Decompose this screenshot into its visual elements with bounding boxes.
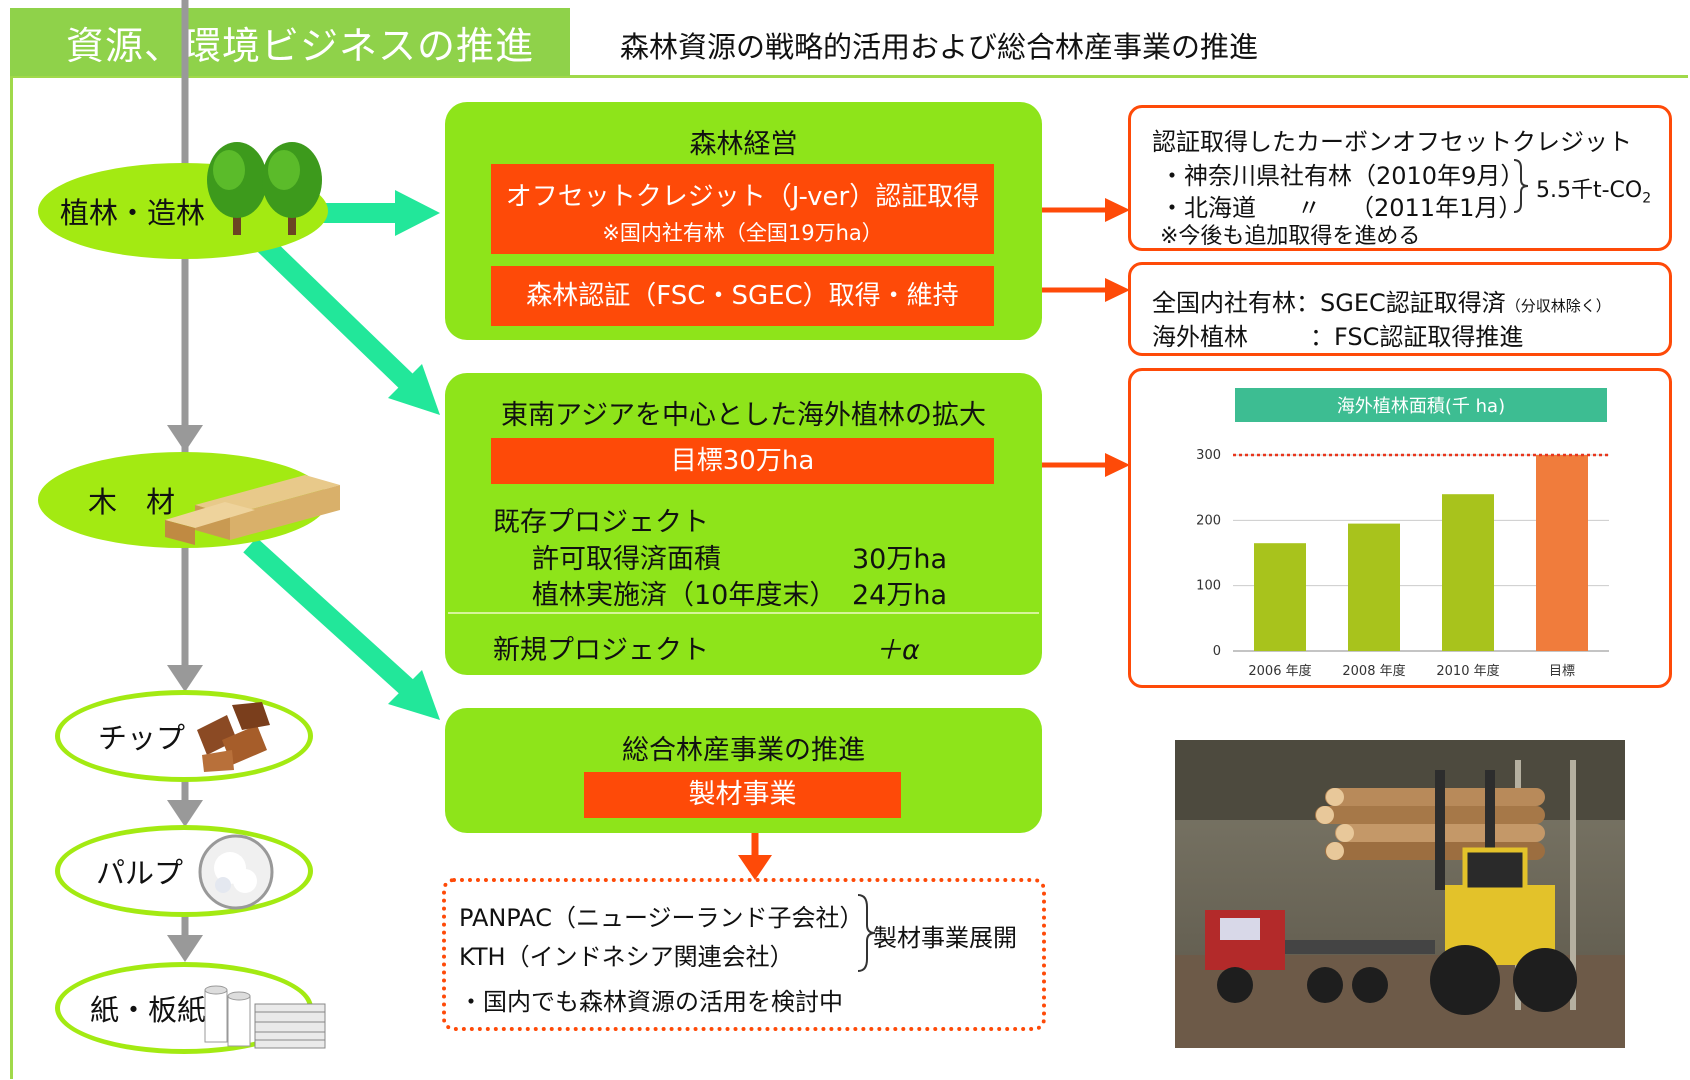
y-tick-label: 0 xyxy=(1213,644,1221,659)
x-tick-label: 2010 年度 xyxy=(1436,663,1499,679)
logging-truck-photo xyxy=(1175,740,1625,1048)
target-bar: 目標30万ha xyxy=(491,438,994,484)
y-tick-label: 300 xyxy=(1196,448,1221,463)
stage-paper-label: 紙・板紙 xyxy=(90,993,207,1027)
kth-line: KTH（インドネシア関連会社） xyxy=(459,943,794,971)
stage-pulp-label: パルプ xyxy=(96,856,184,890)
forest-certification-bar: 森林認証（FSC・SGEC）取得・維持 xyxy=(491,266,994,326)
new-projects-label: 新規プロジェクト xyxy=(493,635,709,666)
chart-title-band xyxy=(1235,388,1607,422)
bar-target xyxy=(1536,455,1588,651)
y-tick-label: 200 xyxy=(1196,513,1221,528)
bar xyxy=(1348,523,1400,651)
carbon-note: ※今後も追加取得を進める xyxy=(1160,224,1421,249)
bar xyxy=(1442,494,1494,651)
offset-credit-bar: オフセットクレジット（J-ver）認証取得 ※国内社有林（全国19万ha） xyxy=(491,164,994,254)
planted-area-label: 植林実施済（10年度末） xyxy=(532,580,837,611)
x-tick-label: 2006 年度 xyxy=(1248,663,1311,679)
overseas-fsc-label: 海外植林 xyxy=(1152,323,1248,351)
offset-credit-line2: ※国内社有林（全国19万ha） xyxy=(602,221,883,245)
tree-icon xyxy=(207,142,322,235)
x-tick-label: 目標 xyxy=(1549,664,1575,679)
offset-credit-line1: オフセットクレジット（J-ver）認証取得 xyxy=(505,182,980,212)
hokkaido-name: ・北海道 xyxy=(1160,194,1256,222)
panpac-line: PANPAC（ニュージーランド子会社） xyxy=(459,904,864,932)
stage-chip: チップ xyxy=(55,690,313,782)
domestic-line: ・国内でも森林資源の活用を検討中 xyxy=(459,988,843,1016)
overseas-title: 東南アジアを中心とした海外植林の拡大 xyxy=(501,400,986,431)
kanagawa-line: ・神奈川県社有林（2010年9月） xyxy=(1160,162,1525,190)
lumber-brace xyxy=(857,894,876,972)
content-frame xyxy=(10,75,1688,1079)
domestic-sgec-line: 全国内社有林：SGEC認証取得済（分収林除く） xyxy=(1152,289,1611,317)
stage-lumber-label: 木 材 xyxy=(88,485,176,519)
chart-title: 海外植林面積(千 ha) xyxy=(1337,396,1505,417)
lumber-icon xyxy=(165,475,340,545)
sawmill-bar: 製材事業 xyxy=(584,772,901,818)
section-subtitle: 森林資源の戦略的活用および総合林産事業の推進 xyxy=(620,30,1259,64)
paper-rolls-icon xyxy=(204,985,326,1049)
integrated-title: 総合林産事業の推進 xyxy=(622,735,865,766)
existing-projects-title: 既存プロジェクト xyxy=(493,507,709,538)
new-projects-value: ＋α xyxy=(875,635,920,666)
loader xyxy=(1430,847,1577,1015)
x-tick-label: 2008 年度 xyxy=(1342,663,1405,679)
lumber-brace-label: 製材事業展開 xyxy=(873,924,1017,952)
lumber-business-box xyxy=(442,878,1046,1031)
hokkaido-ditto: 〃 xyxy=(1297,194,1321,222)
permit-area-label: 許可取得済面積 xyxy=(532,544,721,575)
forest-management-title: 森林経営 xyxy=(689,129,798,160)
planted-area-value: 24万ha xyxy=(852,580,948,611)
overseas-fsc-value: ：FSC認証取得推進 xyxy=(1310,323,1524,351)
wood-chips-icon xyxy=(197,702,270,772)
teal-arrows xyxy=(243,190,440,720)
carbon-total: 5.5千t-CO2 xyxy=(1536,178,1652,207)
truck xyxy=(1205,910,1435,1003)
permit-area-value: 30万ha xyxy=(852,544,948,575)
carbon-credit-title: 認証取得したカーボンオフセットクレジット xyxy=(1152,128,1632,156)
certification-status-box xyxy=(1128,262,1672,356)
section-title: 資源、環境ビジネスの推進 xyxy=(10,8,570,76)
carbon-credit-box xyxy=(1128,105,1672,251)
stage-chip-label: チップ xyxy=(98,721,186,755)
carbon-brace xyxy=(1513,159,1529,213)
divider xyxy=(448,612,1039,614)
bar xyxy=(1254,543,1306,651)
hokkaido-date: （2011年1月） xyxy=(1350,194,1523,222)
overseas-plantation-box xyxy=(445,373,1042,675)
pulp-icon xyxy=(198,834,274,910)
y-tick-label: 100 xyxy=(1196,579,1221,594)
overseas-area-chart: 海外植林面積(千 ha) 0 100 200 300 2006 年度 2008 年度 2010… xyxy=(1196,388,1609,679)
stage-planting-label: 植林・造林 xyxy=(60,196,206,230)
